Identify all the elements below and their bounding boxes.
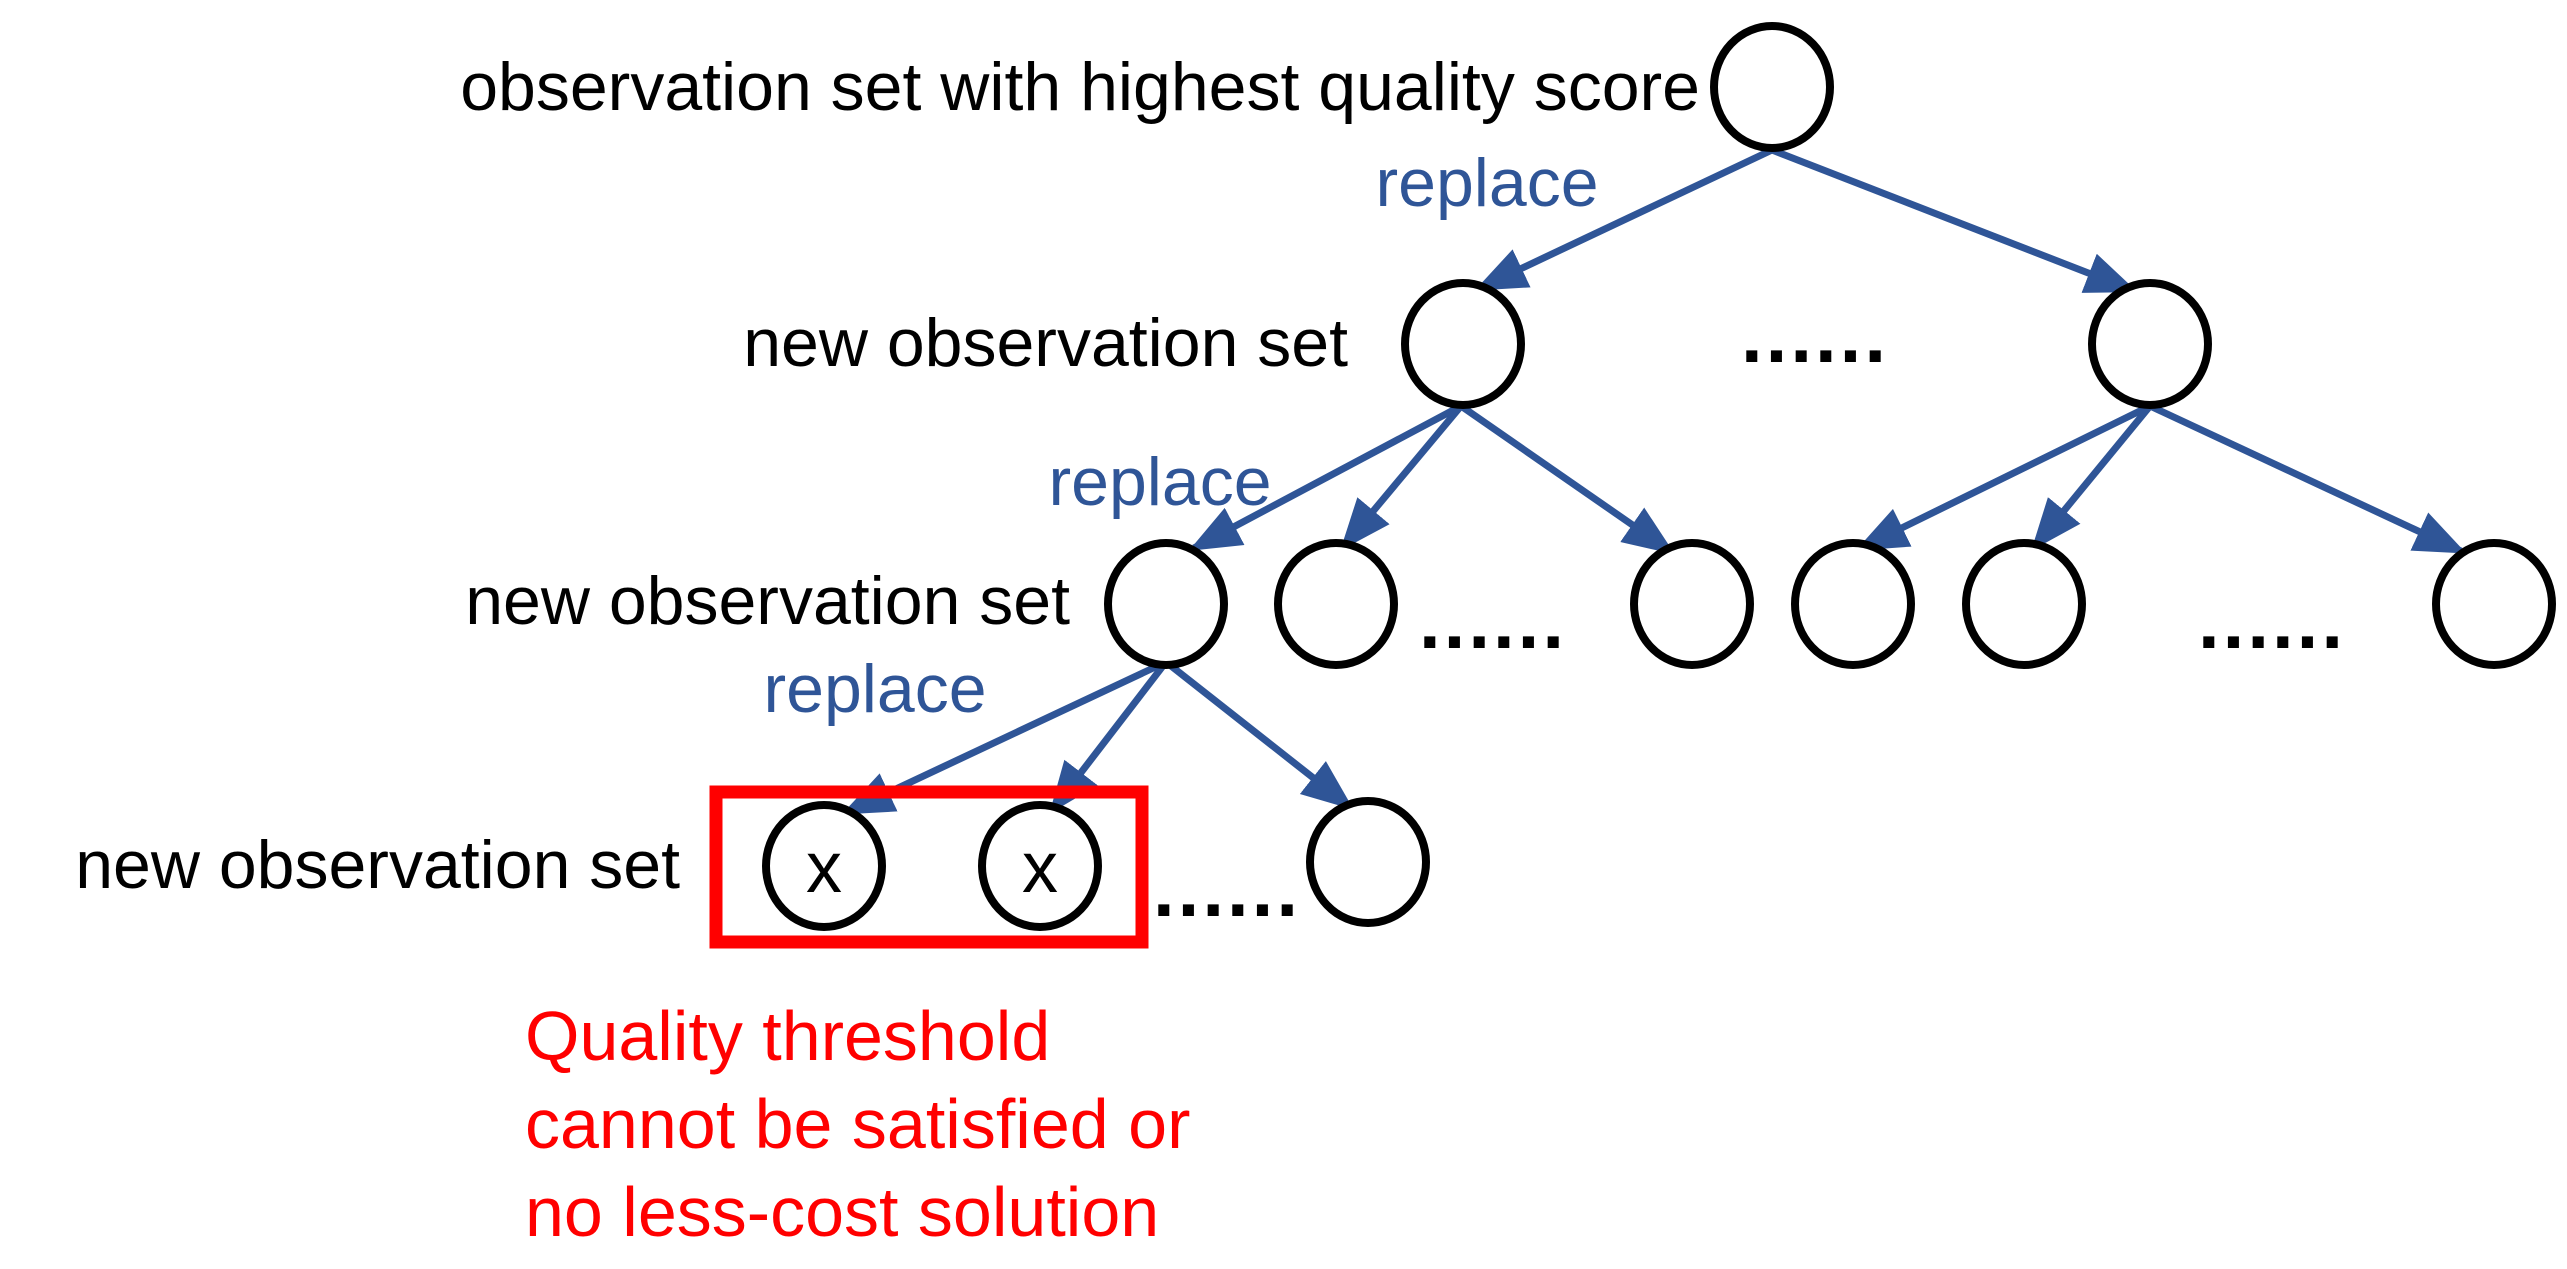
node-level4-pruned-1 — [762, 801, 886, 931]
annotation-line-1: Quality threshold — [525, 997, 1050, 1075]
replace-label-3: replace — [763, 651, 986, 727]
edge-grandchild1-to-leaf2 — [1049, 659, 1169, 814]
edge-root-to-child1 — [1474, 146, 1774, 292]
edge-child1-to-grandchild1 — [1188, 402, 1463, 552]
node-level2-right — [2088, 279, 2212, 409]
root-label: observation set with highest quality sco… — [460, 49, 1700, 125]
ellipsis-group: ...... ...... ...... ...... — [1153, 291, 2346, 933]
ellipsis-level2: ...... — [1741, 291, 1889, 379]
level2-row-label: new observation set — [743, 305, 1348, 381]
node-level4-pruned-2 — [978, 801, 1102, 931]
node-level4-open — [1306, 797, 1430, 927]
ellipsis-level3-right: ...... — [2198, 577, 2346, 665]
node-level3-d — [1791, 539, 1915, 669]
nodes-group: x x — [762, 22, 2556, 931]
annotation-line-2: cannot be satisfied or — [525, 1085, 1190, 1163]
replace-label-1: replace — [1375, 145, 1598, 221]
node-level3-a — [1104, 539, 1228, 669]
annotation-line-3: no less-cost solution — [525, 1173, 1159, 1251]
node-root — [1710, 22, 1834, 152]
level4-row-label: new observation set — [75, 827, 680, 903]
edge-child1-to-grandchild3 — [1459, 403, 1675, 555]
pruned-x-mark-1: x — [806, 828, 842, 908]
annotation-group: Quality threshold cannot be satisfied or… — [525, 997, 1190, 1251]
edge-child2-to-grandchild1 — [1855, 402, 2152, 552]
level3-row-label: new observation set — [465, 563, 1070, 639]
node-level2-left — [1401, 279, 1525, 409]
edge-child2-to-grandchild2 — [2031, 403, 2153, 551]
node-level3-e — [1962, 539, 2086, 669]
edge-child2-to-grandchild3 — [2148, 402, 2467, 555]
node-level3-f — [2432, 539, 2556, 669]
ellipsis-level3-left: ...... — [1419, 577, 1567, 665]
replace-label-2: replace — [1048, 444, 1271, 520]
ellipsis-level4: ...... — [1153, 845, 1301, 933]
edge-root-to-child2 — [1770, 146, 2138, 294]
edge-child1-to-grandchild2 — [1340, 403, 1464, 551]
pruned-nodes-highlight-box — [709, 785, 1149, 949]
pruned-x-mark-2: x — [1022, 828, 1058, 908]
node-level3-b — [1274, 539, 1398, 669]
edge-grandchild1-to-leaf3 — [1163, 659, 1354, 810]
node-level3-c — [1630, 539, 1754, 669]
